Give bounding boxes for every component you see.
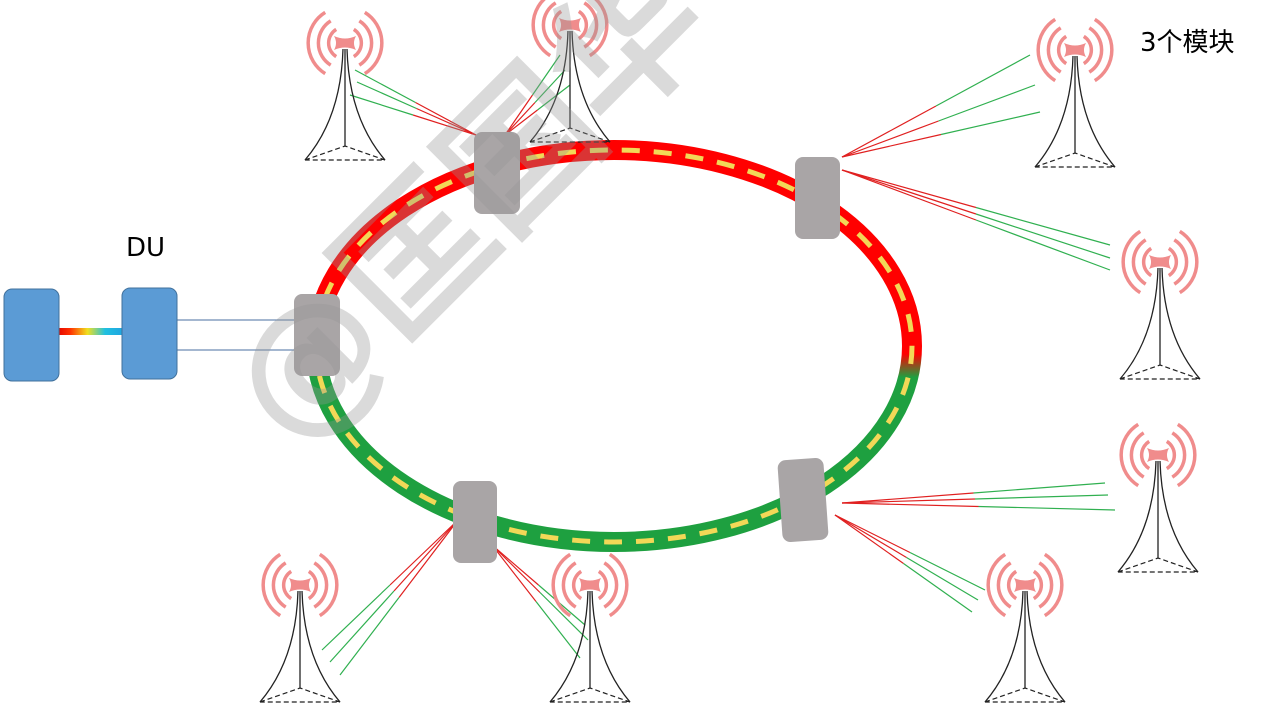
ring-modules xyxy=(294,132,840,563)
radio-links xyxy=(321,54,1116,676)
radio-link xyxy=(321,519,459,676)
cell-tower-icon xyxy=(549,552,631,703)
ring-module xyxy=(777,458,829,542)
cell-tower-icon xyxy=(259,552,341,703)
radio-link xyxy=(841,482,1116,511)
radio-link xyxy=(504,54,571,136)
radio-link xyxy=(841,54,1041,158)
cell-tower-icon xyxy=(1119,229,1201,380)
radio-link xyxy=(834,514,986,613)
ring-module xyxy=(453,481,497,563)
cell-tower-icon xyxy=(304,10,386,161)
ring-module xyxy=(474,132,520,214)
bbu-box xyxy=(3,288,60,382)
radio-link xyxy=(491,544,589,659)
cell-tower-icon xyxy=(1117,422,1199,573)
towers xyxy=(259,0,1201,703)
cell-tower-icon xyxy=(984,552,1066,703)
du-label: DU xyxy=(126,233,166,263)
radio-link xyxy=(841,169,1111,271)
modules-label: 3个模块 xyxy=(1140,28,1235,58)
radio-link xyxy=(349,69,477,136)
cell-tower-icon xyxy=(529,0,611,143)
du-box xyxy=(121,287,178,380)
ring-module xyxy=(294,294,340,376)
ring-module xyxy=(795,157,840,239)
cell-tower-icon xyxy=(1034,17,1116,168)
